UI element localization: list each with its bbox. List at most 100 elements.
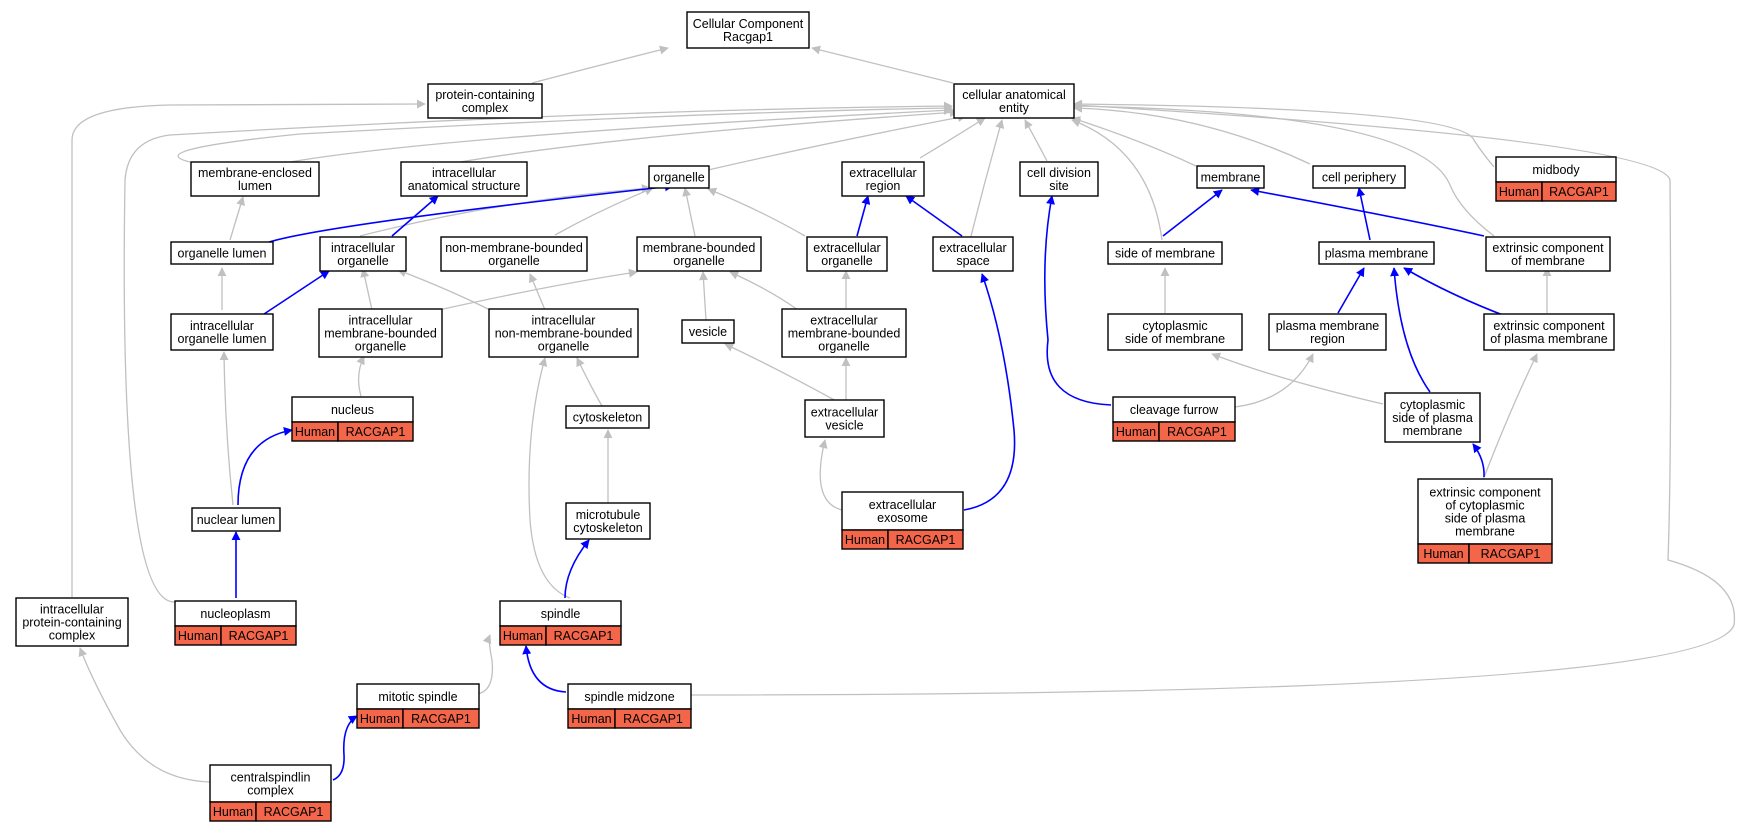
node-label: midbody	[1532, 163, 1580, 177]
node-box	[567, 683, 692, 710]
node-label: non-membrane-bounded	[495, 327, 633, 341]
node-label: cytoskeleton	[573, 521, 643, 535]
node-pm[interactable]: plasma membrane	[1318, 241, 1435, 265]
node-inmbo[interactable]: intracellularnon-membrane-boundedorganel…	[488, 308, 639, 358]
node-box	[1485, 236, 1611, 272]
node-label: plasma membrane	[1325, 247, 1429, 261]
node-label: cell division	[1027, 166, 1091, 180]
node-box	[1483, 313, 1615, 351]
node-cyto[interactable]: cytoskeleton	[565, 405, 650, 429]
node-box	[291, 396, 414, 423]
edge	[528, 273, 546, 311]
node-label: space	[956, 254, 989, 268]
annotation-gene-cell	[1158, 421, 1236, 442]
node-som[interactable]: side of membrane	[1107, 241, 1223, 265]
edge	[1211, 352, 1384, 405]
node-label: intracellular	[190, 319, 254, 333]
node-label: extracellular	[849, 166, 916, 180]
edge	[905, 195, 963, 237]
node-mem[interactable]: membrane	[1196, 165, 1265, 189]
node-label: side of plasma	[1392, 411, 1473, 425]
edge	[1482, 353, 1538, 481]
edge	[1044, 195, 1112, 406]
annotation-gene: RACGAP1	[1167, 425, 1227, 439]
node-label: extrinsic component	[1492, 241, 1604, 255]
node-ves[interactable]: vesicle	[681, 319, 735, 344]
node-box	[356, 683, 480, 710]
node-ol[interactable]: organelle lumen	[170, 241, 274, 265]
annotation-gene: RACGAP1	[264, 805, 324, 819]
node-box	[681, 319, 735, 344]
node-label: entity	[999, 101, 1030, 115]
node-label: Racgap1	[723, 30, 773, 44]
node-label: cytoskeleton	[573, 411, 643, 425]
node-box	[1495, 156, 1617, 183]
edge	[856, 195, 871, 237]
node-label: organelle	[821, 254, 872, 268]
annotation-gene: RACGAP1	[896, 533, 956, 547]
node-label: non-membrane-bounded	[445, 241, 583, 255]
node-org[interactable]: organelle	[648, 165, 710, 189]
annotation-species: Human	[295, 425, 335, 439]
annotation-gene-cell	[402, 708, 480, 729]
annotation-species: Human	[213, 805, 253, 819]
node-label: intracellular	[40, 603, 104, 617]
node-label: anatomical structure	[408, 179, 521, 193]
node-label: spindle midzone	[584, 690, 674, 704]
node-box	[174, 600, 297, 627]
node-label: intracellular	[432, 166, 496, 180]
edge	[707, 187, 806, 237]
annotation-species: Human	[178, 629, 218, 643]
node-label: extracellular	[869, 498, 936, 512]
edge	[1024, 119, 1048, 162]
edge	[1073, 103, 1311, 165]
edge	[177, 103, 953, 163]
node-label: cytoplasmic	[1400, 398, 1465, 412]
node-box	[318, 308, 443, 358]
node-label: organelle	[653, 171, 704, 185]
node-nl[interactable]: nuclear lumen	[191, 507, 281, 532]
node-label: intracellular	[331, 241, 395, 255]
node-cp[interactable]: cell periphery	[1312, 165, 1406, 189]
node-label: complex	[462, 101, 509, 115]
edge	[528, 357, 571, 599]
node-label: extracellular	[811, 406, 878, 420]
edge	[123, 101, 953, 603]
node-label: side of membrane	[1115, 247, 1215, 261]
node-box	[488, 308, 639, 358]
node-label: membrane	[1455, 525, 1515, 539]
